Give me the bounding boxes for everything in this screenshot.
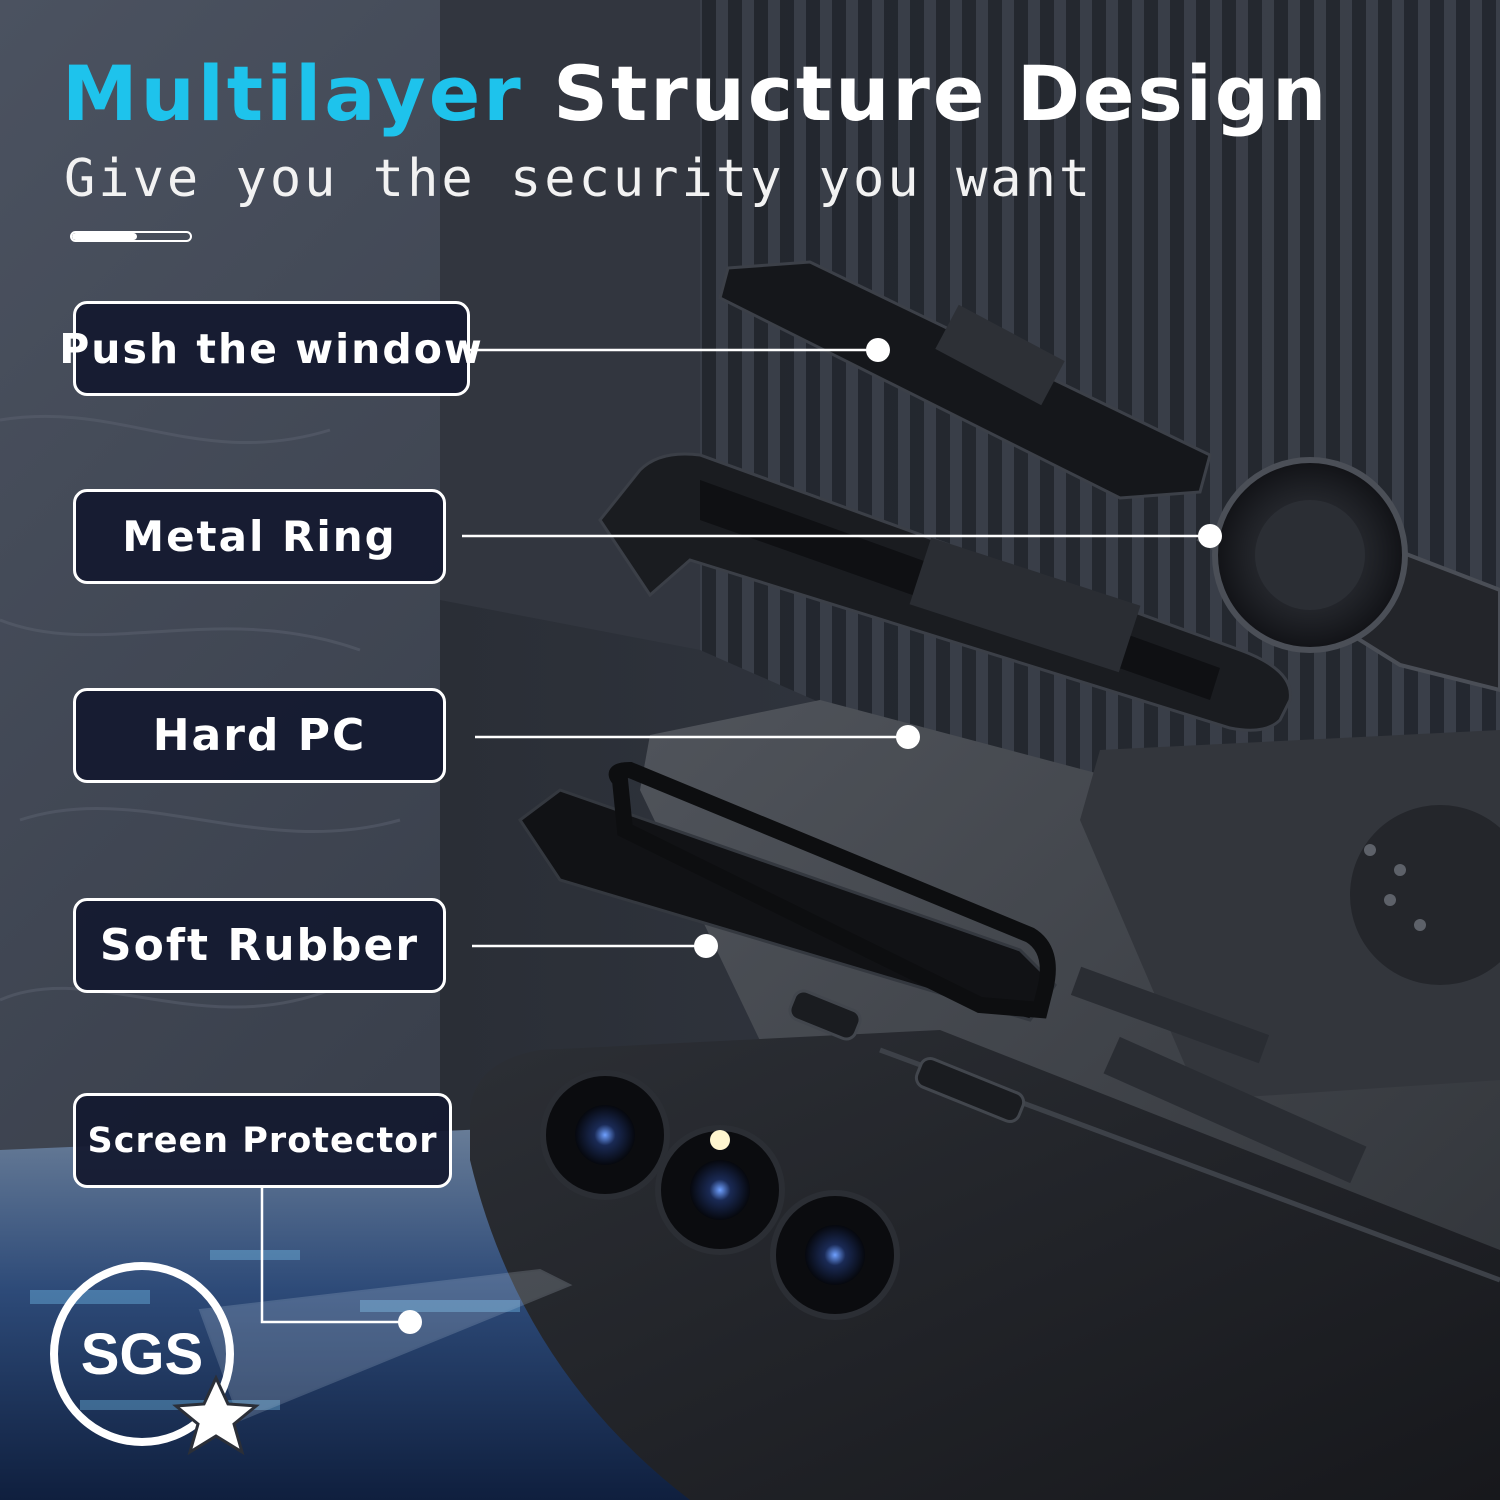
headline-rest: Structure Design bbox=[553, 49, 1330, 138]
layer-label-screen-protector: Screen Protector bbox=[73, 1093, 452, 1188]
layer-label-soft-rubber: Soft Rubber bbox=[73, 898, 446, 993]
layer-label-text: Hard PC bbox=[152, 710, 367, 761]
layer-label-push-window: Push the window bbox=[59, 301, 482, 396]
progress-fill bbox=[72, 233, 137, 240]
subheadline: Give you the security you want bbox=[64, 149, 1094, 209]
layer-label-text: Metal Ring bbox=[122, 512, 397, 561]
layer-label-text: Soft Rubber bbox=[99, 920, 420, 971]
layer-label-hard-pc: Hard PC bbox=[73, 688, 446, 783]
sgs-badge-text: SGS bbox=[81, 1322, 204, 1387]
layer-label-text: Push the window bbox=[59, 324, 484, 373]
headline-accent: Multilayer bbox=[62, 49, 524, 138]
progress-indicator bbox=[70, 231, 192, 242]
layer-label-metal-ring: Metal Ring bbox=[73, 489, 446, 584]
layer-label-text: Screen Protector bbox=[87, 1120, 438, 1161]
headline: Multilayer Structure Design bbox=[62, 48, 1329, 140]
star-icon bbox=[172, 1374, 260, 1456]
sgs-badge: SGS bbox=[50, 1262, 260, 1456]
